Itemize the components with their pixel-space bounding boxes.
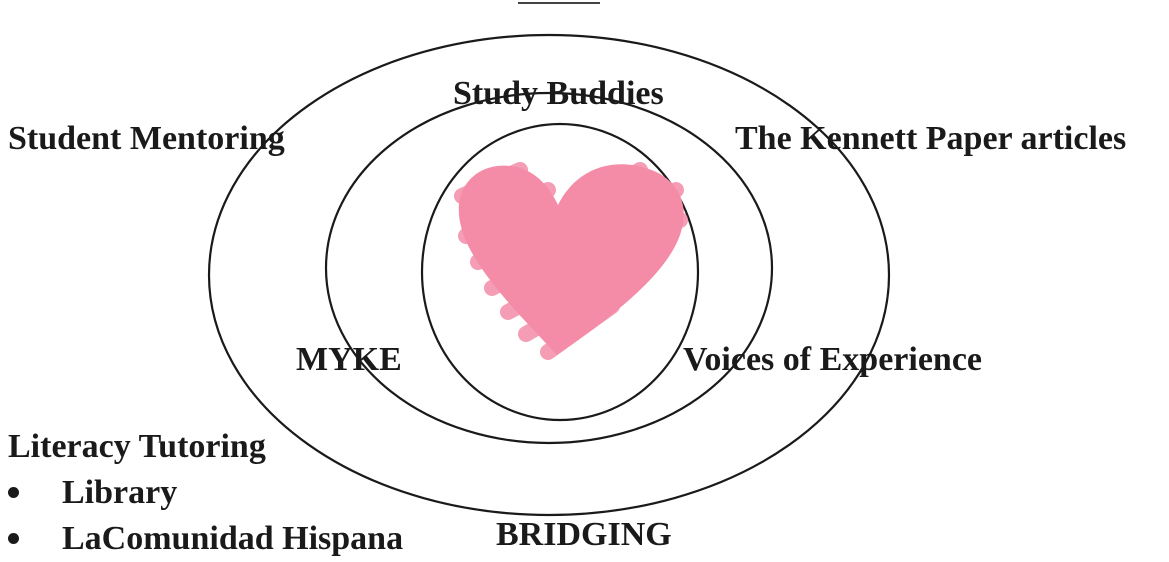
list-item-label: Library — [62, 474, 178, 511]
list-item: Library — [0, 470, 403, 516]
heart-icon — [454, 162, 688, 360]
inner-ring — [420, 122, 700, 422]
outer-ring — [207, 33, 891, 517]
label-literacy-tutoring: Literacy Tutoring — [8, 428, 266, 465]
bullet-icon — [8, 533, 19, 544]
label-study-buddies: Study Buddies — [453, 75, 664, 112]
literacy-list: Library LaComunidad Hispana — [0, 470, 403, 562]
label-student-mentoring: Student Mentoring — [8, 120, 285, 157]
label-kennett-paper-articles: The Kennett Paper articles — [735, 120, 1127, 157]
list-item-label: LaComunidad Hispana — [62, 520, 404, 557]
list-item: LaComunidad Hispana — [0, 516, 403, 562]
middle-ring — [324, 91, 774, 445]
label-bridging: BRIDGING — [496, 516, 672, 553]
label-myke: MYKE — [296, 341, 402, 378]
bullet-icon — [8, 487, 19, 498]
label-voices-of-experience: Voices of Experience — [683, 341, 983, 378]
